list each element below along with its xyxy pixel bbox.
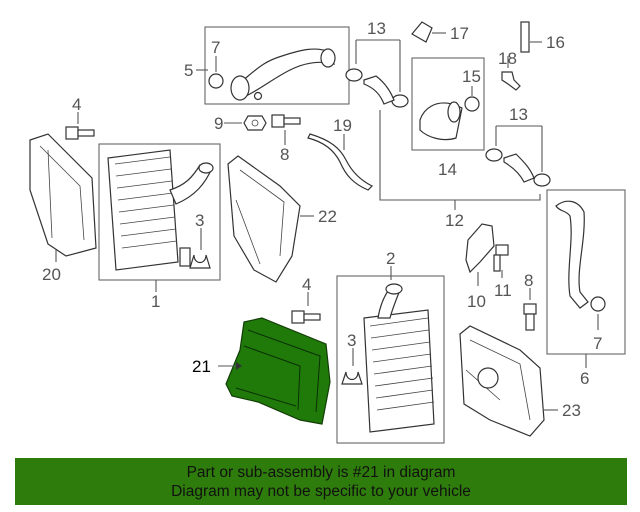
- callout-17: 17: [450, 24, 469, 43]
- part-14-pipe-assembly[interactable]: [411, 57, 485, 151]
- part-16-pin[interactable]: [520, 21, 542, 53]
- part-4-bolt-lower[interactable]: [291, 292, 321, 324]
- callout-10: 10: [467, 292, 486, 311]
- part-23-shroud[interactable]: [459, 325, 558, 437]
- part-3-clip-lower[interactable]: [341, 348, 363, 385]
- callout-4-lower: 4: [302, 275, 311, 294]
- part-19-hose[interactable]: [307, 133, 374, 191]
- callout-23: 23: [562, 401, 581, 420]
- callout-16: 16: [546, 33, 565, 52]
- callout-7-upper: 7: [211, 38, 220, 57]
- part-11-bolt[interactable]: [493, 244, 509, 278]
- callout-13-lower: 13: [509, 105, 528, 124]
- callout-6: 6: [580, 369, 589, 388]
- callout-15: 15: [462, 67, 481, 86]
- part-13-clamps-lower[interactable]: [485, 125, 551, 187]
- callout-7-lower: 7: [593, 334, 602, 353]
- callout-18: 18: [498, 49, 517, 68]
- callout-9: 9: [214, 114, 223, 133]
- part-8-bolt-lower[interactable]: [523, 288, 537, 331]
- part-10-bracket[interactable]: [465, 223, 495, 286]
- banner-line-disclaimer: Diagram may not be specific to your vehi…: [171, 483, 471, 500]
- part-21-arrowhead: [236, 362, 242, 370]
- part-22-shroud[interactable]: [227, 155, 314, 283]
- part-3-clip-upper[interactable]: [189, 228, 211, 269]
- parts-diagram: 1 2 3 3 4 4 5 6 7 7 8 8 9 10 11 12 13 13…: [29, 19, 626, 444]
- callout-20: 20: [42, 265, 61, 284]
- part-17-bracket[interactable]: [411, 21, 446, 43]
- callout-3-lower: 3: [347, 331, 356, 350]
- part-9-nut[interactable]: [224, 115, 267, 131]
- callout-1: 1: [151, 292, 160, 311]
- part-5-group[interactable]: [196, 26, 350, 105]
- part-20-air-duct[interactable]: [29, 133, 97, 262]
- part-8-bolt-upper[interactable]: [271, 114, 301, 145]
- callout-2: 2: [386, 249, 395, 268]
- callout-8-upper: 8: [280, 145, 289, 164]
- callout-4-upper: 4: [72, 95, 81, 114]
- part-18-fitting[interactable]: [501, 56, 521, 91]
- part-21-air-duct-highlighted[interactable]: [225, 317, 331, 425]
- callout-12: 12: [445, 211, 464, 230]
- callout-3-upper: 3: [195, 211, 204, 230]
- part-6-air-pipe[interactable]: [546, 189, 626, 355]
- part-4-bolt-upper[interactable]: [65, 112, 95, 140]
- part-2-intercooler-right[interactable]: [336, 266, 445, 444]
- callout-8-lower: 8: [524, 271, 533, 290]
- part-13-clamps-upper[interactable]: [345, 39, 409, 108]
- info-banner: Part or sub-assembly is #21 in diagram D…: [15, 458, 627, 505]
- callout-22: 22: [318, 207, 337, 226]
- part-12-leader: [379, 110, 541, 210]
- callout-14: 14: [438, 160, 457, 179]
- part-1-intercooler-left[interactable]: [98, 143, 221, 281]
- banner-line-part: Part or sub-assembly is #21 in diagram: [186, 464, 456, 481]
- callout-11: 11: [494, 281, 512, 300]
- callout-5: 5: [184, 61, 193, 80]
- callout-19: 19: [333, 116, 352, 135]
- callout-21: 21: [192, 357, 211, 376]
- callout-13-upper: 13: [367, 19, 386, 38]
